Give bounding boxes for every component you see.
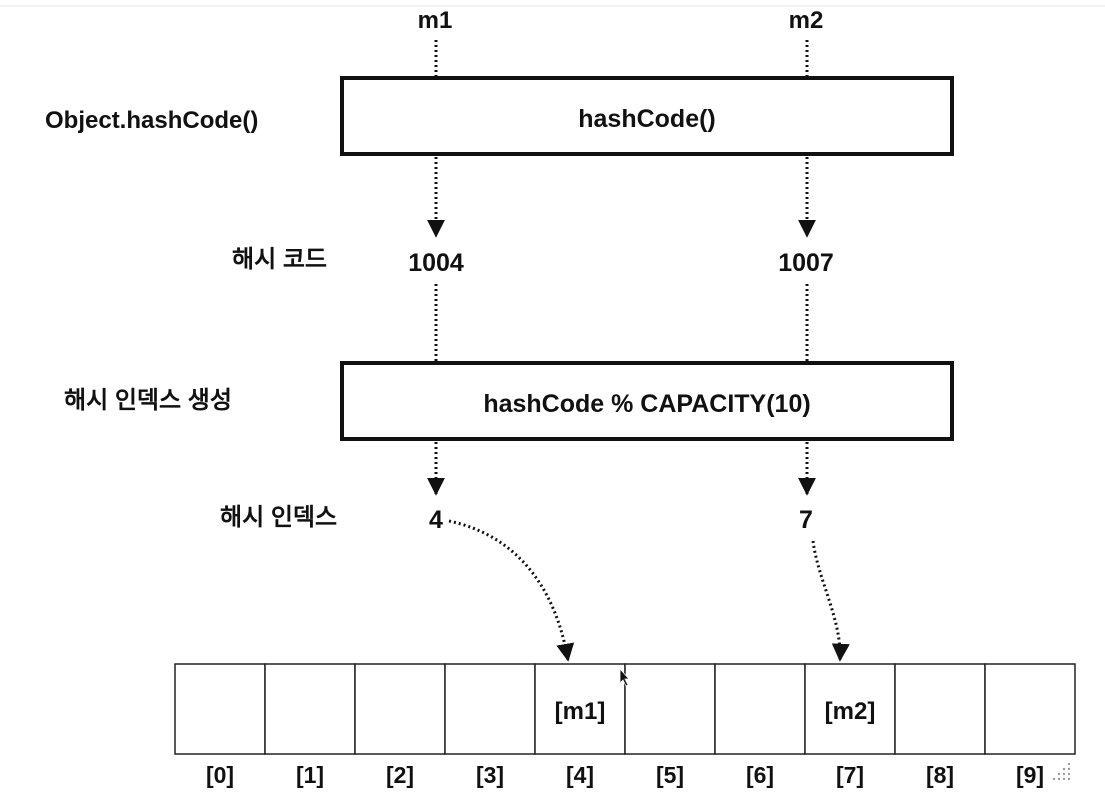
bucket-index-label-3: [3] — [476, 762, 504, 788]
resize-grip-icon[interactable] — [1052, 762, 1071, 781]
mouse-cursor-icon — [619, 667, 630, 687]
bucket-cell-5 — [624, 663, 716, 755]
hash-index-label: 해시 인덱스 — [220, 504, 337, 531]
bucket-cell-7 — [804, 663, 896, 755]
m2-to-slot-arrow — [811, 540, 850, 662]
bucket-index-label-2: [2] — [386, 762, 414, 788]
hash-index-m1: 4 — [429, 506, 443, 534]
hash-code-m2: 1007 — [778, 249, 834, 277]
bucket-array: [0] [1] [2] [3] [m1] [4] [5] [6] [m2] [7] [8] [9] — [174, 663, 1076, 788]
bucket-index-label-4: [4] — [566, 762, 594, 788]
bucket-cell-1 — [264, 663, 356, 755]
index-function-box — [340, 361, 954, 441]
bucket-index-label-6: [6] — [746, 762, 774, 788]
hashcode-function-box — [340, 76, 954, 156]
bucket-value-4: [m1] — [555, 698, 606, 725]
bucket-cell-0 — [174, 663, 266, 755]
bucket-index-label-1: [1] — [296, 762, 324, 788]
hashcode-function-label: hashCode() — [578, 105, 716, 133]
bucket-index-label-8: [8] — [926, 762, 954, 788]
hash-code-m1: 1004 — [408, 249, 464, 277]
input-label-m2: m2 — [789, 7, 824, 34]
bucket-value-7: [m2] — [825, 698, 876, 725]
m1-to-slot-arrow — [448, 519, 575, 662]
index-function-label: hashCode % CAPACITY(10) — [483, 390, 810, 418]
bucket-cell-3 — [444, 663, 536, 755]
bucket-index-label-9: [9] — [1016, 762, 1044, 788]
hash-code-label: 해시 코드 — [232, 246, 327, 273]
input-label-m1: m1 — [418, 7, 453, 34]
bucket-index-label-5: [5] — [656, 762, 684, 788]
bucket-cell-6 — [714, 663, 806, 755]
hash-index-m2: 7 — [799, 506, 813, 534]
object-hashcode-label: Object.hashCode() — [45, 107, 258, 134]
bucket-index-label-7: [7] — [836, 762, 864, 788]
make-index-label: 해시 인덱스 생성 — [64, 387, 232, 414]
bucket-cell-8 — [894, 663, 986, 755]
bucket-index-label-0: [0] — [206, 762, 234, 788]
bucket-cell-2 — [354, 663, 446, 755]
bucket-cell-9 — [984, 663, 1076, 755]
